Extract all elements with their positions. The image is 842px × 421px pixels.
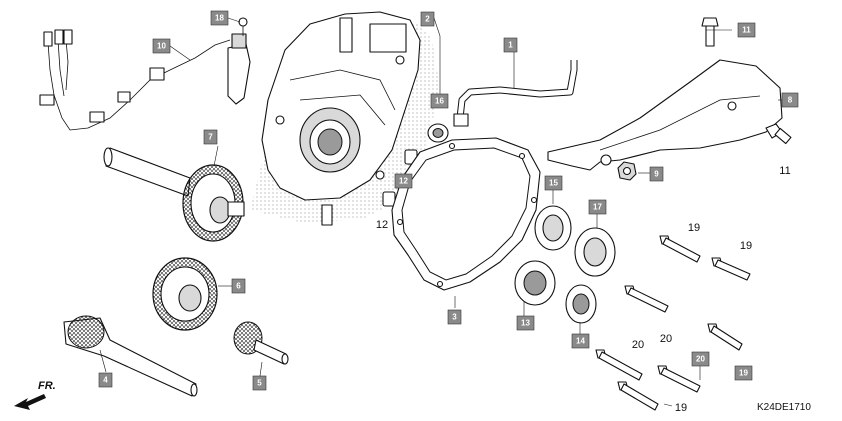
callout-3: 3: [447, 309, 462, 325]
gasket: [391, 137, 541, 291]
diagram-code: K24DE1710: [757, 402, 811, 413]
svg-text:20: 20: [696, 355, 705, 364]
leader-lines: [99, 17, 782, 407]
callout-2: 2: [420, 11, 435, 27]
svg-text:14: 14: [576, 337, 585, 346]
label-19-b: 19: [740, 240, 752, 252]
callout-13: 13: [516, 315, 535, 331]
bolt-11-right: [765, 123, 792, 145]
bearing-13: [514, 260, 556, 306]
callout-18: 18: [210, 10, 229, 26]
label-20-a: 20: [660, 333, 672, 345]
pinion-shaft: [233, 321, 289, 365]
svg-text:FR.: FR.: [38, 380, 56, 392]
callout-20: 20: [691, 351, 710, 367]
callout-7: 7: [203, 129, 218, 145]
svg-text:4: 4: [103, 376, 108, 385]
callout-10: 10: [152, 38, 171, 54]
svg-text:2: 2: [425, 15, 430, 24]
callout-5: 5: [252, 375, 267, 391]
mount-bracket: [547, 59, 783, 171]
bolt-19-d: [617, 381, 659, 411]
svg-text:16: 16: [435, 97, 444, 106]
callout-15: 15: [544, 175, 563, 191]
callout-17: 17: [588, 199, 607, 215]
oil-seal-16: [427, 123, 449, 143]
bolt-20-c: [657, 365, 701, 393]
bolt-20-a: [624, 285, 669, 313]
label-20-b: 20: [632, 339, 644, 351]
callout-14: 14: [571, 333, 590, 349]
svg-text:10: 10: [157, 42, 166, 51]
callout-4: 4: [98, 372, 113, 388]
bolt-19-c: [707, 323, 743, 351]
drive-gear-shaft: [103, 147, 245, 242]
label-19-a: 19: [688, 222, 700, 234]
callout-6: 6: [231, 278, 246, 294]
callout-16: 16: [430, 93, 449, 109]
svg-text:9: 9: [654, 170, 659, 179]
callout-1: 1: [503, 37, 518, 53]
callout-9: 9: [649, 166, 664, 182]
bolt-19-a: [659, 235, 701, 263]
label-12: 12: [376, 219, 388, 231]
bearing-17: [574, 227, 616, 277]
svg-text:8: 8: [788, 96, 793, 105]
bearing-15: [534, 205, 572, 251]
svg-text:3: 3: [452, 313, 457, 322]
bolt-19-b: [711, 257, 751, 281]
callout-11: 11: [737, 22, 756, 38]
callout-12: 12: [394, 173, 413, 189]
gear-6: [152, 257, 218, 331]
bolt-11-top: [701, 17, 719, 47]
svg-text:17: 17: [593, 203, 602, 212]
svg-text:1: 1: [508, 41, 513, 50]
svg-text:18: 18: [215, 14, 224, 23]
output-shaft: [63, 315, 198, 397]
callout-19: 19: [734, 365, 753, 381]
svg-text:6: 6: [236, 282, 241, 291]
front-direction-arrow: FR.: [14, 380, 56, 410]
bolt-20-b: [595, 349, 643, 381]
svg-text:13: 13: [521, 319, 530, 328]
svg-text:11: 11: [742, 26, 751, 35]
bearing-14: [565, 284, 597, 324]
speed-sensor-harness: [39, 17, 251, 131]
crankcase-cover: [250, 11, 440, 226]
label-19-c: 19: [675, 402, 687, 414]
svg-text:12: 12: [399, 177, 408, 186]
svg-text:5: 5: [257, 379, 262, 388]
svg-text:19: 19: [739, 369, 748, 378]
label-11: 11: [779, 165, 790, 177]
svg-text:15: 15: [549, 179, 558, 188]
svg-text:7: 7: [208, 133, 213, 142]
callout-8: 8: [781, 92, 799, 108]
nut-9: [617, 161, 637, 181]
breather-tube: [453, 60, 578, 127]
